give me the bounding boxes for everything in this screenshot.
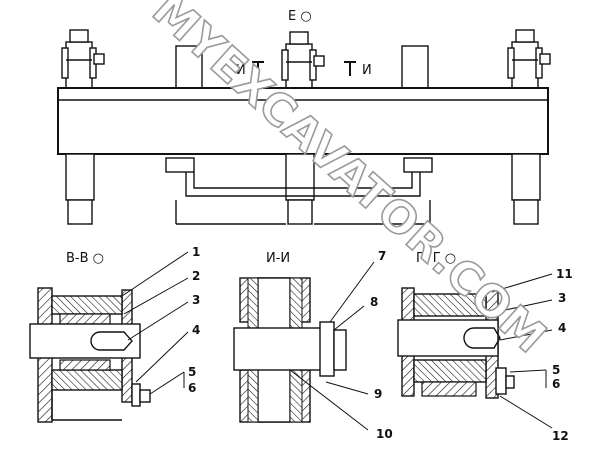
gg-pin <box>397 319 499 357</box>
view-label: Е ○ <box>288 9 312 24</box>
callout-bb-4: 4 <box>192 323 200 337</box>
callout-gg-5: 5 <box>552 363 560 377</box>
section-ii-title: И-И <box>266 251 290 266</box>
bb-pin <box>29 323 141 359</box>
section-cut-marks: И И <box>236 61 372 78</box>
callout-ii-8: 8 <box>370 295 378 309</box>
callout-gg-6: 6 <box>552 377 560 391</box>
top-view-frame: Е ○ <box>57 9 551 225</box>
section-ii: И-И 7 8 9 10 <box>233 249 393 441</box>
columns <box>65 153 541 225</box>
section-bb: В-В ○ 1 2 3 4 5 6 <box>29 245 200 423</box>
callout-ii-10: 10 <box>376 427 393 441</box>
callout-gg-12: 12 <box>552 429 569 443</box>
callout-bb-1: 1 <box>192 245 200 259</box>
callout-ii-7: 7 <box>378 249 386 263</box>
section-bb-title: В-В ○ <box>66 251 104 266</box>
section-gg-title: Г- Г ○ <box>416 251 456 266</box>
top-fittings <box>61 29 551 89</box>
callout-ii-9: 9 <box>374 387 382 401</box>
ii-pin <box>233 327 329 371</box>
section-gg: Г- Г ○ 11 3 4 5 6 12 <box>397 251 573 443</box>
callout-bb-6: 6 <box>188 381 196 395</box>
watermark: MYEXCAVATOR.COM <box>143 0 556 364</box>
callout-gg-11: 11 <box>556 267 573 281</box>
callout-gg-3: 3 <box>558 291 566 305</box>
callout-bb-2: 2 <box>192 269 200 283</box>
callout-bb-5: 5 <box>188 365 196 379</box>
section-mark-right: И <box>362 63 372 78</box>
callout-gg-4: 4 <box>558 321 566 335</box>
callout-bb-3: 3 <box>192 293 200 307</box>
section-mark-left: И <box>236 63 246 78</box>
